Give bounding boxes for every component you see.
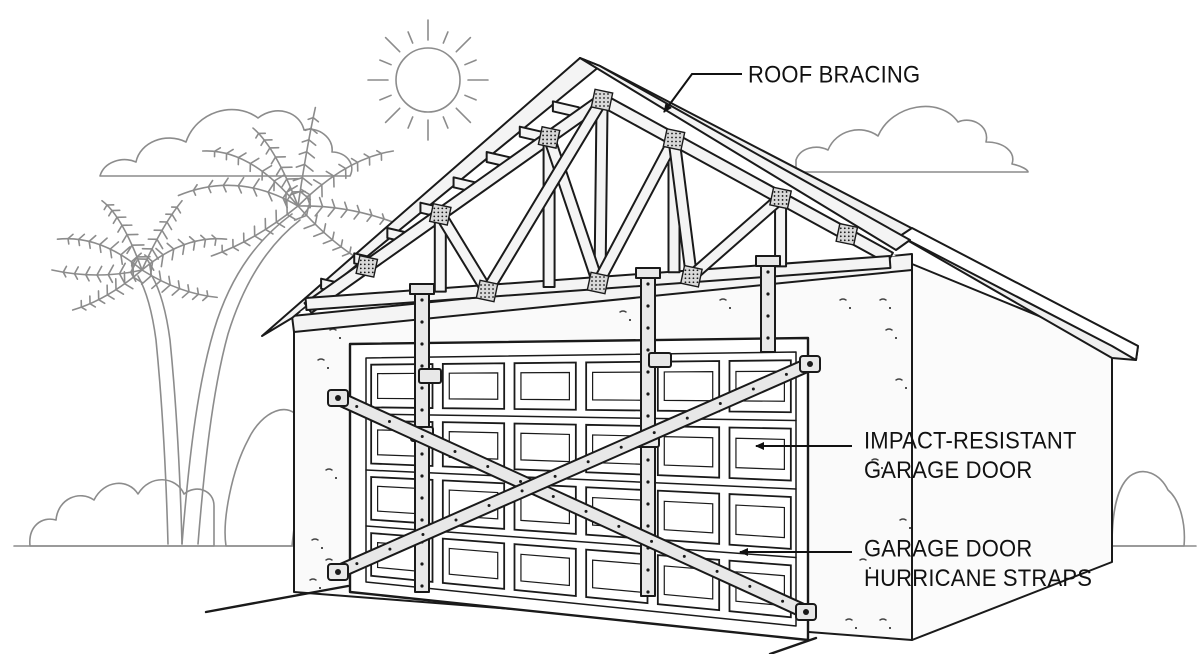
strap-clip [409,283,435,295]
straps-text-line2: HURRICANE STRAPS [864,564,1093,592]
door-panel [513,543,577,598]
shrub-icon [1111,470,1186,547]
cloud-icon [99,108,353,177]
sun-ray [442,116,449,129]
sun-ray [455,36,472,53]
sun-ray [379,59,392,66]
palm-tree-icon [51,199,228,545]
sun-ray [464,59,477,66]
gusset-plate [769,186,793,210]
gusset-plate [475,279,499,303]
roof-truss [300,88,896,314]
sun-ray [407,31,414,44]
strap-clip [635,267,661,279]
garage-door-label: IMPACT-RESISTANT GARAGE DOOR [864,426,1077,484]
door-panel [728,493,792,550]
gusset-plate [662,127,686,152]
garage-door-text-line1: IMPACT-RESISTANT [864,427,1077,455]
sun-ray [407,116,414,129]
gusset-plate [586,271,610,295]
gusset-plate [835,222,859,246]
door-panel [656,425,721,479]
background [13,19,1197,547]
truss-web [593,106,609,281]
door-panel [656,489,721,545]
gusset-plate [679,264,703,288]
sun-ray [384,107,401,124]
driveway-edge [204,584,350,614]
door-section-seam [365,469,797,490]
door-panel [585,360,649,412]
roof-bracing-text: ROOF BRACING [748,61,921,89]
door-panel [513,361,577,411]
straps-text-line1: GARAGE DOOR [864,535,1033,563]
shrub-icon [29,479,215,547]
roof-edge-right [579,57,911,251]
garage-door-text-line2: GARAGE DOOR [864,456,1033,484]
strap-buckle [648,352,672,368]
strap-clip [755,255,781,267]
door-panel [441,362,506,410]
sun-ray [384,36,401,53]
hurricane-straps [327,255,821,621]
roof-bracing-leader [663,73,742,113]
palm-tree-icon [177,106,398,545]
door-panel [728,426,792,482]
straps-label: GARAGE DOOR HURRICANE STRAPS [864,534,1092,592]
sun-ray [379,94,392,101]
gusset-plate [355,254,379,278]
gusset-plate [428,202,452,226]
garage-building [204,57,1139,654]
door-panel [441,537,506,590]
sun-ray [442,31,449,44]
gusset-plate [590,88,614,112]
roof-bracing-label: ROOF BRACING [748,60,920,89]
door-panel [585,548,649,605]
strap-buckle [418,368,442,384]
palm-frond [56,237,143,271]
sun-ray [464,94,477,101]
door-section-seam [365,413,797,422]
sun-icon [367,19,489,141]
driveway-edge [768,636,818,654]
palm-frond [177,184,299,207]
cloud-icon [795,105,1029,173]
gusset-plate [537,125,561,149]
shrub-icon [224,408,305,547]
sun-ray [455,107,472,124]
